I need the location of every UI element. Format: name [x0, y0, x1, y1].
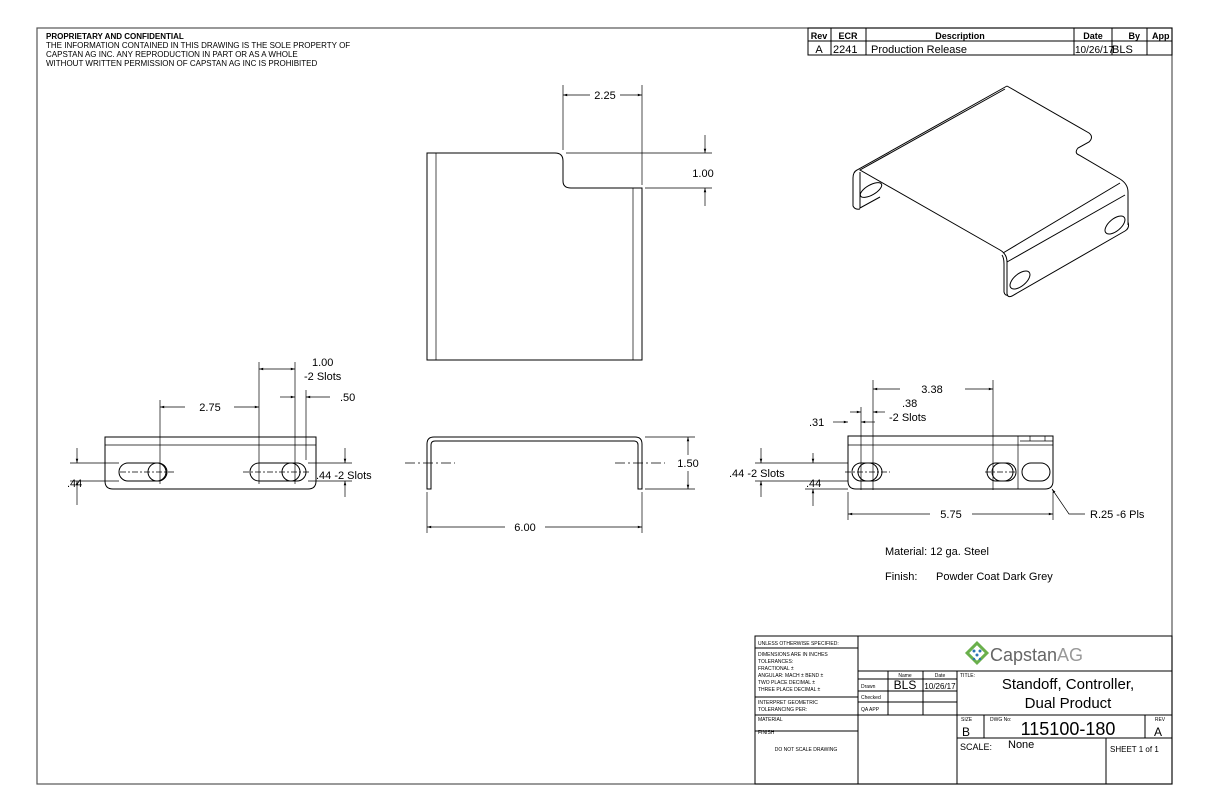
dim-5-75: 5.75	[940, 509, 961, 521]
drawing-title-line1: Standoff, Controller,	[1002, 676, 1134, 693]
finish-label: Finish:	[885, 571, 917, 583]
dim-44: .44	[806, 478, 821, 490]
tolerance-line: ANGULAR: MACH ± BEND ±	[758, 673, 823, 679]
drawing-number: 115100-180	[1021, 719, 1116, 739]
description-header: Description	[935, 31, 985, 41]
isometric-view	[852, 85, 1130, 298]
finish-label: FINISH	[758, 730, 775, 736]
do-not-scale: DO NOT SCALE DRAWING	[775, 747, 838, 753]
interpret-line: TOLERANCING PER:	[758, 707, 807, 713]
revision-table: Rev ECR Description Date By App A 2241 P…	[807, 27, 1173, 56]
drawn-label: Drawn	[861, 684, 876, 690]
drawing-border	[36, 27, 1173, 785]
dim-radius: R.25 -6 Pls	[1090, 509, 1145, 521]
name-header: Name	[898, 673, 912, 679]
by-header: By	[1128, 31, 1140, 41]
sheet-size: B	[962, 725, 970, 739]
dim-2-75: 2.75	[199, 402, 220, 414]
dim-44-slots: .44 -2 Slots	[729, 468, 785, 480]
dim-2-25: 2.25	[594, 90, 615, 102]
tolerance-line: DIMENSIONS ARE IN INCHES	[758, 652, 828, 658]
drawn-date: 10/26/17	[924, 682, 956, 691]
tolerance-line: FRACTIONAL ±	[758, 666, 794, 672]
right-side-view: 3.38 .38 -2 Slots .31 .44 -2 Slots .44 5…	[729, 380, 1145, 521]
material-note: Material: 12 ga. Steel	[885, 546, 989, 558]
capstan-logo: CapstanAG	[964, 640, 1083, 666]
notice-heading: PROPRIETARY AND CONFIDENTIAL	[46, 32, 184, 41]
app-header: App	[1152, 31, 1170, 41]
dim-1-00-slots: 1.00	[312, 357, 333, 369]
scale-label: SCALE:	[960, 742, 992, 752]
tolerance-line: THREE PLACE DECIMAL ±	[758, 687, 821, 693]
dwg-label: DWG No:	[990, 717, 1011, 723]
drawn-name: BLS	[894, 678, 917, 692]
dim-3-38: 3.38	[921, 384, 942, 396]
notice-line: THE INFORMATION CONTAINED IN THIS DRAWIN…	[46, 41, 350, 50]
rev-label: REV	[1155, 717, 1166, 723]
dim-1-00: 1.00	[692, 168, 713, 180]
dim-6-00: 6.00	[514, 522, 535, 534]
material-label: MATERIAL	[758, 717, 783, 723]
dim-31: .31	[809, 417, 824, 429]
dim-slots-note: -2 Slots	[304, 371, 342, 383]
scale-value: None	[1008, 739, 1034, 751]
svg-text:CapstanAG: CapstanAG	[990, 645, 1083, 665]
date-header: Date	[935, 673, 946, 679]
finish-note: Powder Coat Dark Grey	[936, 571, 1053, 583]
title-block: UNLESS OTHERWISE SPECIFIED: DIMENSIONS A…	[754, 635, 1173, 785]
date-header: Date	[1083, 31, 1103, 41]
dim-38: .38	[902, 398, 917, 410]
date-cell: 10/26/17	[1075, 45, 1114, 56]
confidentiality-notice: PROPRIETARY AND CONFIDENTIAL THE INFORMA…	[46, 32, 350, 68]
dim-38-slots-note: -2 Slots	[889, 412, 927, 424]
left-side-view: 2.75 1.00 -2 Slots .50 .44 .44 -2 Slots	[67, 357, 372, 505]
drawing-title-line2: Dual Product	[1025, 695, 1113, 712]
dim-1-50: 1.50	[677, 458, 698, 470]
dim-44-slots: .44 -2 Slots	[316, 470, 372, 482]
logo-text-ag: AG	[1057, 645, 1083, 665]
interpret-line: INTERPRET GEOMETRIC	[758, 700, 818, 706]
dim-44: .44	[67, 478, 82, 490]
front-view: 1.50 6.00	[405, 436, 699, 534]
ecr-cell: 2241	[833, 44, 857, 56]
logo-text: Capstan	[990, 645, 1057, 665]
revision: A	[1154, 725, 1162, 739]
rev-header: Rev	[811, 31, 828, 41]
size-label: SIZE	[961, 717, 973, 723]
notice-line: WITHOUT WRITTEN PERMISSION OF CAPSTAN AG…	[46, 59, 318, 68]
title-label: TITLE:	[960, 673, 975, 679]
notice-line: CAPSTAN AG INC. ANY REPRODUCTION IN PART…	[46, 50, 298, 59]
ecr-header: ECR	[838, 31, 858, 41]
unless-specified: UNLESS OTHERWISE SPECIFIED:	[758, 641, 839, 647]
sheet-number: SHEET 1 of 1	[1110, 745, 1159, 754]
rev-cell: A	[815, 44, 823, 56]
tolerance-line: TWO PLACE DECIMAL ±	[758, 680, 815, 686]
by-cell: BLS	[1112, 44, 1133, 56]
drawing-notes: Material: 12 ga. Steel Finish: Powder Co…	[885, 546, 1053, 583]
tolerance-line: TOLERANCES:	[758, 659, 793, 665]
flat-pattern-view: 2.25 1.00	[426, 85, 714, 361]
qa-label: QA APP	[861, 707, 880, 713]
dim-50: .50	[340, 392, 355, 404]
description-cell: Production Release	[871, 44, 967, 56]
checked-label: Checked	[861, 695, 881, 701]
